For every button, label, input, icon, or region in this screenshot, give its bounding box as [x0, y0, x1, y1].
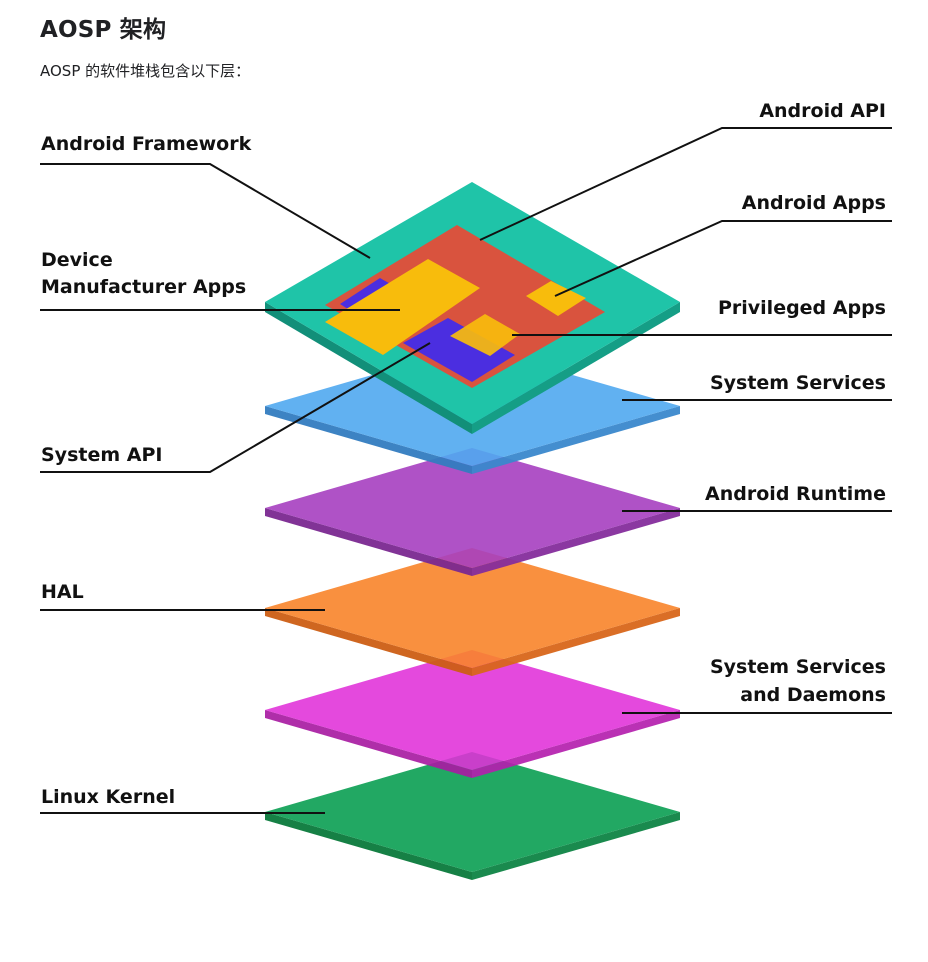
label-privileged-apps: Privileged Apps [718, 297, 886, 319]
layer-hal [265, 548, 680, 676]
layer-system-services-and-daemons [265, 650, 680, 778]
block-privileged-apps [450, 314, 520, 356]
label-linux-kernel: Linux Kernel [41, 786, 175, 808]
label-device-manufacturer-apps-line1: Device [41, 249, 113, 271]
label-device-manufacturer-apps-line2: Manufacturer Apps [41, 276, 246, 298]
leader-lines [40, 127, 892, 814]
label-system-services: System Services [710, 372, 886, 394]
leader-android-framework [40, 163, 371, 259]
label-system-services-and-daemons-line1: System Services [710, 656, 886, 678]
label-android-api: Android API [759, 100, 886, 122]
block-device-manufacturer-apps [325, 259, 480, 355]
label-hal: HAL [41, 581, 84, 603]
page-intro: AOSP 的软件堆栈包含以下层： [40, 62, 251, 80]
label-android-apps: Android Apps [742, 192, 886, 214]
label-android-framework: Android Framework [41, 133, 252, 155]
leader-android-apps [554, 220, 892, 297]
label-system-services-and-daemons-line2: and Daemons [740, 684, 886, 706]
block-android-api [325, 225, 605, 388]
layer-linux-kernel [265, 752, 680, 880]
block-system-api-bottom [403, 318, 515, 382]
layer-android-runtime [265, 448, 680, 576]
block-android-apps [526, 281, 586, 316]
label-system-api: System API [41, 444, 162, 466]
leader-system-api [40, 342, 431, 473]
label-android-runtime: Android Runtime [705, 483, 886, 505]
page-title: AOSP 架构 [40, 17, 167, 43]
leader-android-api [479, 127, 892, 241]
